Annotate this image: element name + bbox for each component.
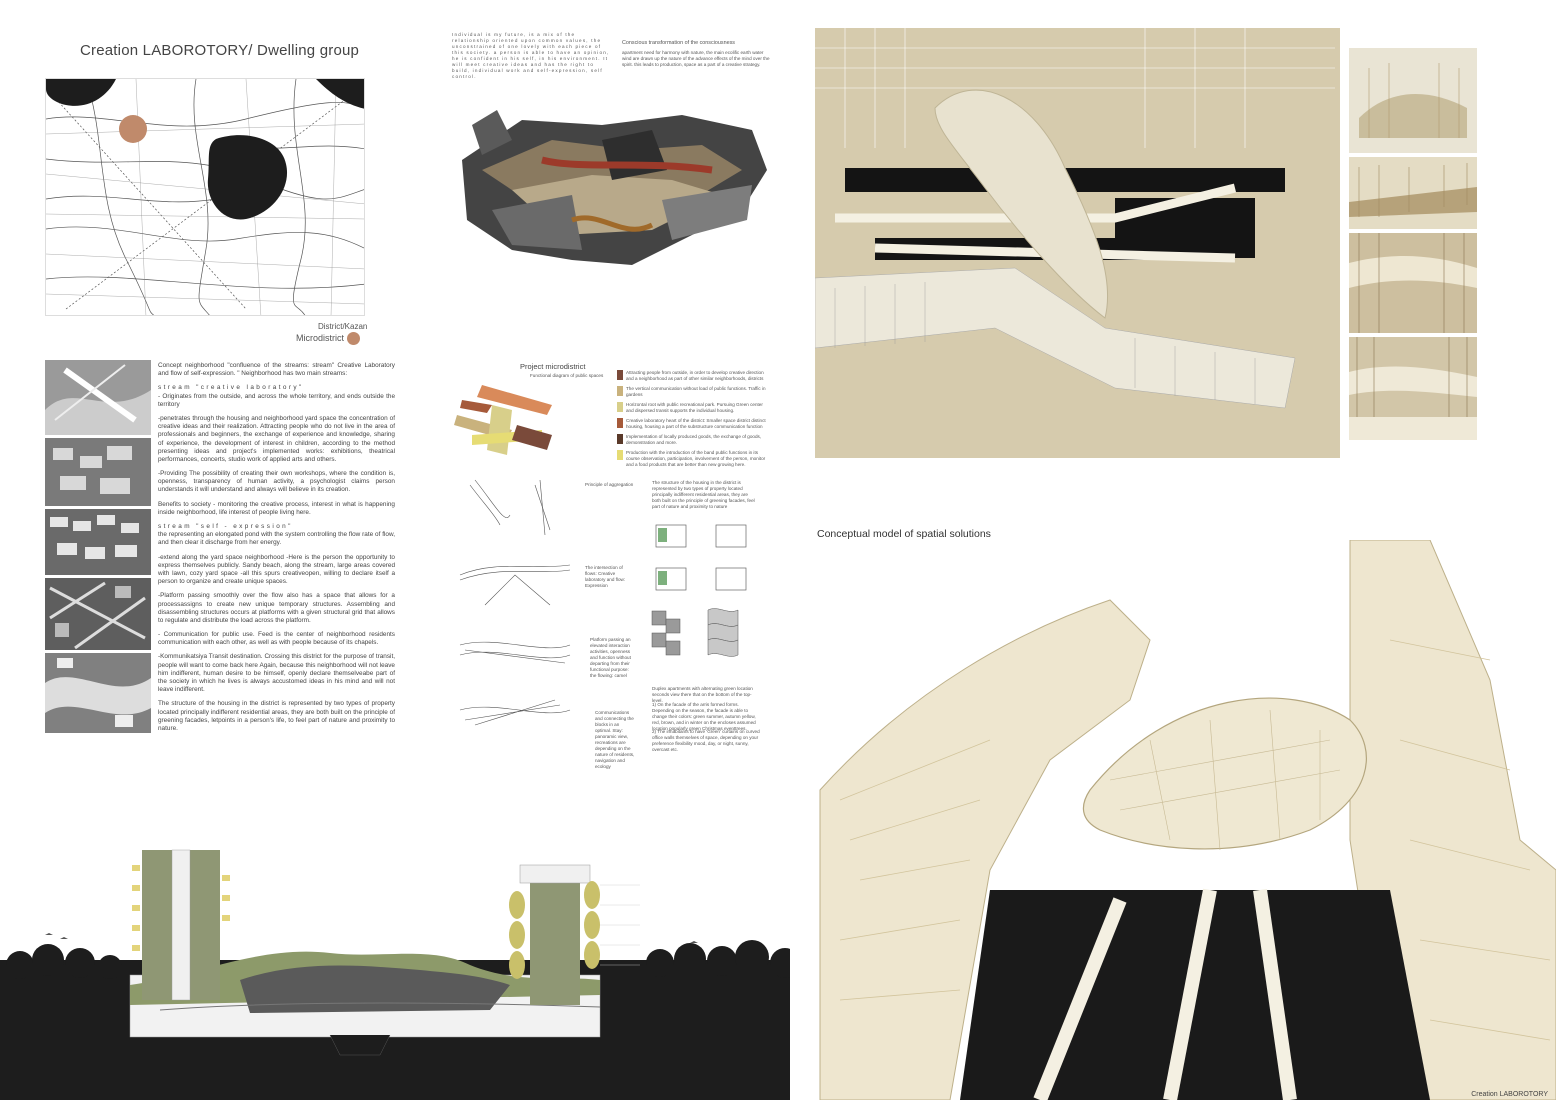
housing-plans — [648, 520, 760, 600]
thumbnail-3 — [45, 509, 151, 575]
functional-diagram — [452, 375, 562, 465]
district-label: District/Kazan — [318, 322, 368, 331]
section-drawing — [0, 835, 812, 1100]
concept-intro: Concept neighborhood "confluence of the … — [158, 362, 395, 378]
model-photo-main — [790, 539, 1556, 1100]
flow-sketches — [455, 475, 580, 745]
microdistrict-dot-icon — [347, 332, 361, 345]
page-title: Creation LABOROTORY/ Dwelling group — [80, 42, 360, 59]
legend-item: Production with the introduction of the … — [617, 449, 767, 468]
project-subtitle: Functional diagram of public spaces — [530, 373, 604, 378]
model-thumb-2 — [1349, 157, 1477, 229]
diagram-label-3: Platform passing an elevated interaction… — [590, 637, 631, 678]
legend-swatch-icon — [617, 370, 623, 380]
collage-image — [452, 100, 774, 270]
concept-text: Concept neighborhood "confluence of the … — [158, 362, 395, 739]
concept-p4: Benefits to society - monitoring the cre… — [158, 500, 395, 516]
legend-swatch-icon — [617, 449, 623, 460]
model-thumb-3 — [1349, 233, 1477, 333]
diagram-label-2: The intersection of flows: Creative labo… — [585, 565, 626, 588]
concept-p6: -Platform passing smoothly over the flow… — [158, 592, 395, 624]
diagram-label-1: Principle of aggregation — [585, 482, 634, 487]
legend-item: Horizontal root with public recreational… — [617, 401, 767, 414]
model-photo-top — [815, 28, 1340, 458]
duplex-text: Duplex apartments with alternating green… — [652, 686, 753, 703]
thumbnail-5 — [45, 653, 151, 733]
microdistrict-legend: Microdistrict — [296, 332, 361, 345]
stream1-title: stream "creative laboratory" — [158, 384, 304, 392]
legend-item: Attracting people from outside, in order… — [617, 370, 767, 382]
concept-p2: -penetrates through the housing and neig… — [158, 414, 395, 463]
functional-legend: Attracting people from outside, in order… — [617, 370, 767, 472]
housing-text: The structure of the housing in the dist… — [652, 480, 755, 509]
thumbnail-2 — [45, 438, 151, 506]
concept-p5: -extend along the yard space neighborhoo… — [158, 553, 395, 586]
note-1: 1) On the facade of the arris formed for… — [652, 702, 756, 731]
legend-item: Implementation of locally produced goods… — [617, 433, 767, 446]
intro-text: Individual is my future, is a mix of the… — [452, 32, 610, 79]
map-drawing — [46, 79, 364, 315]
thumbnail-1 — [45, 360, 151, 435]
footer-label: Creation LABOROTORY — [1471, 1091, 1548, 1098]
model-thumb-1 — [1349, 48, 1477, 153]
microdistrict-label: Microdistrict — [296, 332, 345, 343]
note-2: 2) The inhabitants to have 'Green' curta… — [652, 729, 760, 752]
stream2-text: the representing an elongated pond with … — [158, 531, 395, 547]
thumbnail-4 — [45, 578, 151, 650]
facade-modules — [648, 605, 760, 660]
legend-item: Creative laboratory heart of the distric… — [617, 417, 767, 430]
model-caption: Conceptual model of spatial solutions — [817, 528, 991, 540]
legend-item: The vertical communication without load … — [617, 385, 767, 398]
legend-swatch-icon — [617, 433, 623, 444]
project-title: Project microdistrict — [520, 362, 586, 371]
concept-p7: - Communication for public use. Feed is … — [158, 631, 395, 647]
concept-p9: The structure of the housing in the dist… — [158, 700, 395, 732]
concept-p3: -Providing The possibility of creating t… — [158, 470, 395, 494]
side-title: Conscious transformation of the consciou… — [622, 40, 735, 46]
stream2-title: stream "self - expression" — [158, 523, 293, 530]
concept-p8: -Kommunikatsiya Transit destination. Cro… — [158, 653, 395, 694]
district-map — [45, 78, 365, 316]
model-thumb-4 — [1349, 337, 1477, 440]
side-text: apartment need for harmony with nature, … — [622, 50, 770, 67]
legend-swatch-icon — [617, 385, 623, 396]
stream1-text: - Originates from the outside, and acros… — [158, 392, 395, 408]
legend-swatch-icon — [617, 401, 623, 412]
microdistrict-marker — [119, 115, 147, 143]
diagram-label-4: Communications and connecting the blocks… — [595, 710, 635, 769]
legend-swatch-icon — [617, 417, 623, 428]
